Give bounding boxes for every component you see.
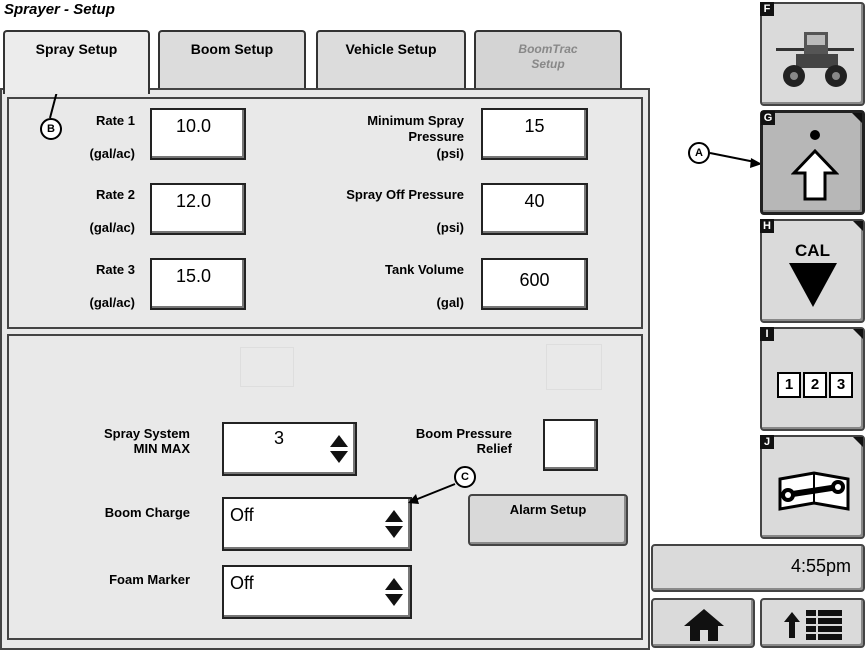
tab-boomtrac-line2: Setup — [531, 57, 565, 71]
corner-marker — [853, 329, 863, 339]
up-menu-icon — [784, 610, 842, 640]
rate2-field[interactable]: 12.0 — [150, 183, 246, 235]
cal-label: CAL — [795, 241, 830, 260]
foam-marker-dropdown[interactable]: Off — [222, 565, 412, 619]
boom-pressure-relief-label: Boom Pressure Relief — [360, 426, 512, 456]
boom-charge-value: Off — [230, 505, 254, 525]
home-icon — [684, 609, 724, 641]
callout-c: C — [454, 466, 476, 488]
hidden-field-right — [546, 344, 602, 390]
tab-boomtrac-line1: BoomTrac — [518, 42, 578, 56]
boom-charge-label: Boom Charge — [104, 505, 190, 520]
alarm-setup-button[interactable]: Alarm Setup — [468, 494, 628, 546]
digit-1: 1 — [777, 372, 801, 398]
clock-display: 4:55pm — [651, 544, 865, 592]
spray-off-label: Spray Off Pressure — [346, 187, 464, 202]
digit-3: 3 — [829, 372, 853, 398]
down-triangle-icon — [789, 263, 837, 307]
spray-off-pressure-field[interactable]: 40 — [481, 183, 588, 235]
rate2-unit: (gal/ac) — [89, 220, 135, 235]
home-button[interactable] — [651, 598, 755, 648]
boom-pressure-relief-line2: Relief — [476, 441, 512, 456]
min-spray-pressure-field[interactable]: 15 — [481, 108, 588, 160]
min-spray-label-line1: Minimum Spray — [367, 113, 464, 128]
side-button-f[interactable]: F — [760, 2, 865, 106]
digit-2: 2 — [803, 372, 827, 398]
side-button-g[interactable]: G — [760, 110, 865, 215]
key-label-i: I — [760, 327, 774, 341]
side-button-i[interactable]: I 1 2 3 — [760, 327, 865, 431]
corner-marker — [853, 437, 863, 447]
corner-marker — [853, 221, 863, 231]
wrench-book-icon — [778, 471, 850, 511]
up-arrow-icon — [791, 130, 839, 201]
tab-boom-setup[interactable]: Boom Setup — [158, 30, 306, 88]
min-spray-unit: (psi) — [436, 146, 464, 161]
up-down-arrows-icon[interactable] — [329, 434, 349, 464]
up-down-arrows-icon[interactable] — [384, 577, 404, 607]
menu-button[interactable] — [760, 598, 865, 648]
foam-marker-value: Off — [230, 573, 254, 593]
rate3-field[interactable]: 15.0 — [150, 258, 246, 310]
spray-system-line1: Spray System — [104, 426, 190, 441]
key-label-g: G — [761, 111, 775, 125]
side-button-j[interactable]: J — [760, 435, 865, 539]
rate1-label: Rate 1 — [95, 113, 135, 128]
settings-panel — [7, 334, 643, 640]
foam-marker-label: Foam Marker — [109, 572, 190, 587]
spray-off-unit: (psi) — [436, 220, 464, 235]
tab-vehicle-setup[interactable]: Vehicle Setup — [316, 30, 466, 88]
page-title: Sprayer - Setup — [4, 1, 115, 18]
rate3-unit: (gal/ac) — [89, 295, 135, 310]
rate1-field[interactable]: 10.0 — [150, 108, 246, 160]
tank-volume-label: Tank Volume — [385, 262, 464, 277]
up-down-arrows-icon[interactable] — [384, 509, 404, 539]
sprayer-machine-icon — [776, 32, 854, 87]
key-label-f: F — [760, 2, 774, 16]
tab-spray-setup[interactable]: Spray Setup — [3, 30, 150, 94]
numeric-keypad-icon: 1 2 3 — [777, 372, 853, 398]
callout-b: B — [40, 118, 62, 140]
key-label-h: H — [760, 219, 774, 233]
tank-volume-field[interactable]: 600 — [481, 258, 588, 310]
callout-a: A — [688, 142, 710, 164]
boom-charge-dropdown[interactable]: Off — [222, 497, 412, 551]
spray-system-value: 3 — [273, 428, 284, 448]
tank-volume-unit: (gal) — [436, 295, 464, 310]
side-button-h-cal[interactable]: H CAL — [760, 219, 865, 323]
boom-pressure-relief-line1: Boom Pressure — [415, 426, 512, 441]
rate3-label: Rate 3 — [95, 262, 135, 277]
hidden-field-left — [240, 347, 294, 387]
min-spray-label-line2: Pressure — [408, 129, 464, 144]
rate2-label: Rate 2 — [95, 187, 135, 202]
spray-system-line2: MIN MAX — [133, 441, 190, 456]
rate1-unit: (gal/ac) — [89, 146, 135, 161]
spray-system-stepper[interactable]: 3 — [222, 422, 357, 476]
spray-system-label: Spray System MIN MAX — [40, 426, 190, 456]
boom-pressure-relief-checkbox[interactable] — [543, 419, 598, 471]
key-label-j: J — [760, 435, 774, 449]
alarm-setup-label: Alarm Setup — [509, 502, 587, 517]
tab-boomtrac-setup[interactable]: BoomTrac Setup — [474, 30, 622, 88]
corner-marker — [852, 113, 862, 123]
